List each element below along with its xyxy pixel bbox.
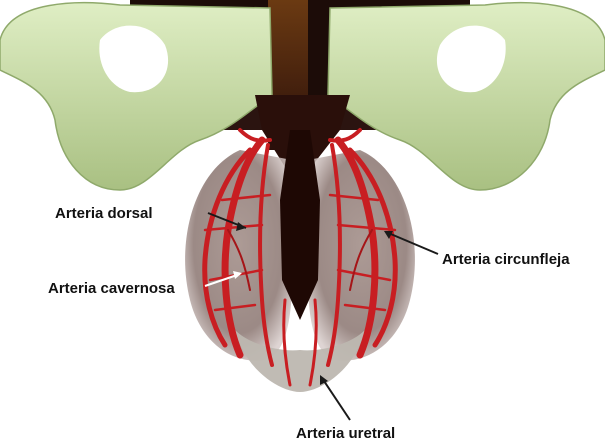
label-arteria-circunfleja: Arteria circunfleja: [442, 251, 570, 268]
label-arteria-uretral: Arteria uretral: [296, 425, 395, 442]
label-arteria-cavernosa: Arteria cavernosa: [48, 280, 175, 297]
leader-uretral: [320, 375, 350, 420]
label-arteria-dorsal: Arteria dorsal: [55, 205, 153, 222]
